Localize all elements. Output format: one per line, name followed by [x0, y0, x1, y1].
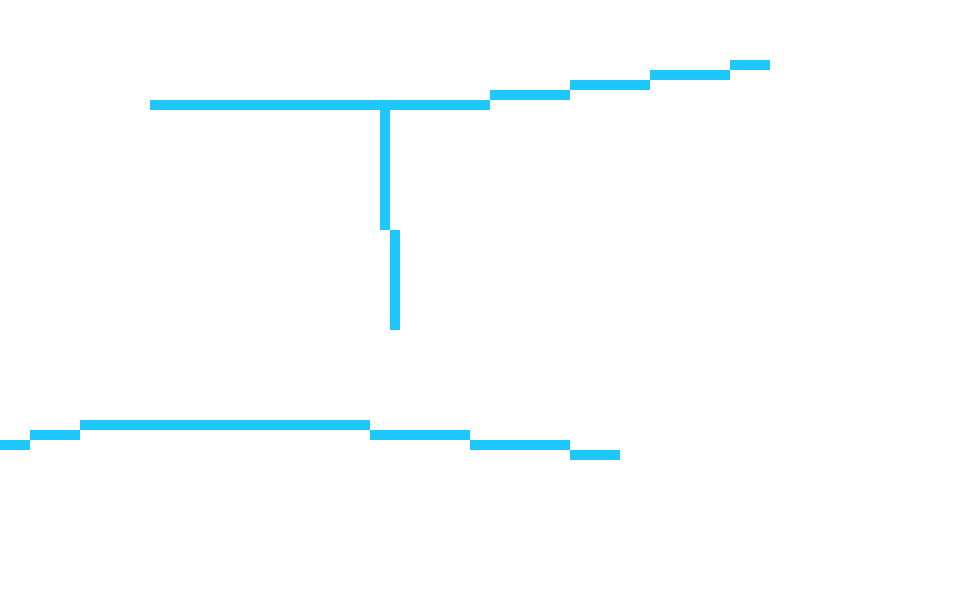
vertical-connector-segment	[380, 110, 390, 230]
lower-step-line-segment	[470, 440, 570, 450]
lower-step-line-segment	[370, 430, 470, 440]
upper-step-line-segment	[490, 90, 570, 100]
upper-step-line-segment	[570, 80, 650, 90]
upper-step-line	[150, 60, 770, 110]
vertical-connector	[380, 110, 400, 330]
upper-step-line-segment	[650, 70, 730, 80]
lower-step-line-segment	[0, 440, 30, 450]
upper-step-line-segment	[730, 60, 770, 70]
lower-step-line-segment	[80, 420, 370, 430]
lower-step-line-segment	[570, 450, 620, 460]
lower-step-line	[0, 420, 620, 460]
vertical-connector-segment	[390, 230, 400, 330]
upper-step-line-segment	[150, 100, 490, 110]
lower-step-line-segment	[30, 430, 80, 440]
